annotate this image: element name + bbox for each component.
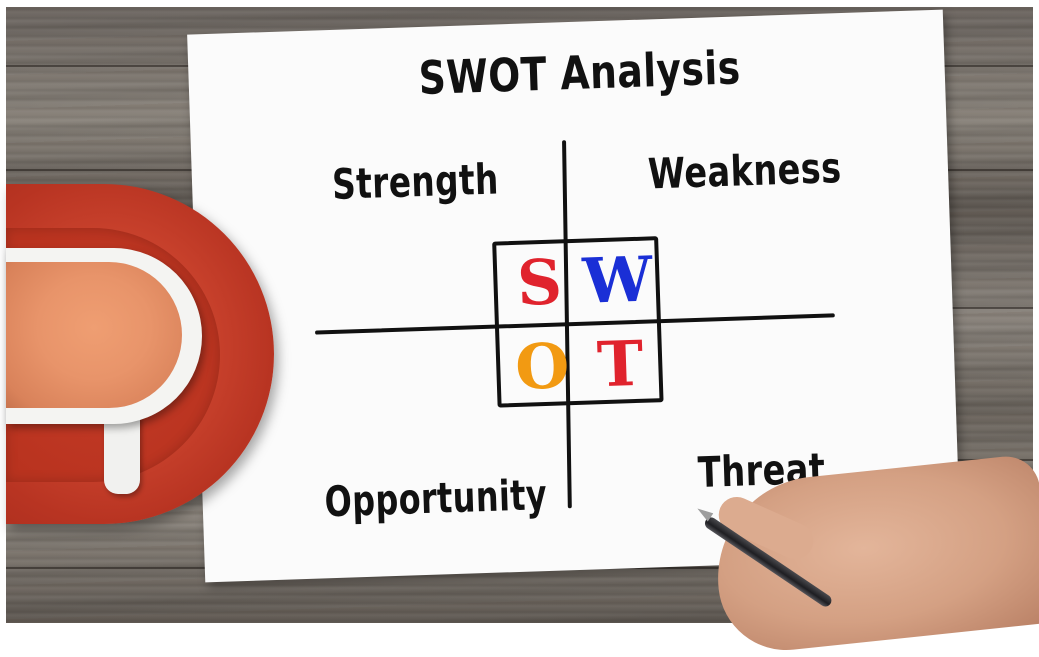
coffee-surface <box>6 262 182 408</box>
swot-title: SWOT Analysis <box>417 40 742 106</box>
strength-label: Strength <box>331 154 500 209</box>
weakness-label: Weakness <box>647 143 843 199</box>
letter-t: T <box>596 326 645 402</box>
letter-o: O <box>514 329 571 404</box>
opportunity-label: Opportunity <box>323 470 548 527</box>
swot-letter-grid: S W O T <box>492 236 664 408</box>
letter-s: S <box>515 245 564 320</box>
letter-w: W <box>581 242 654 318</box>
cup-handle <box>104 412 140 494</box>
